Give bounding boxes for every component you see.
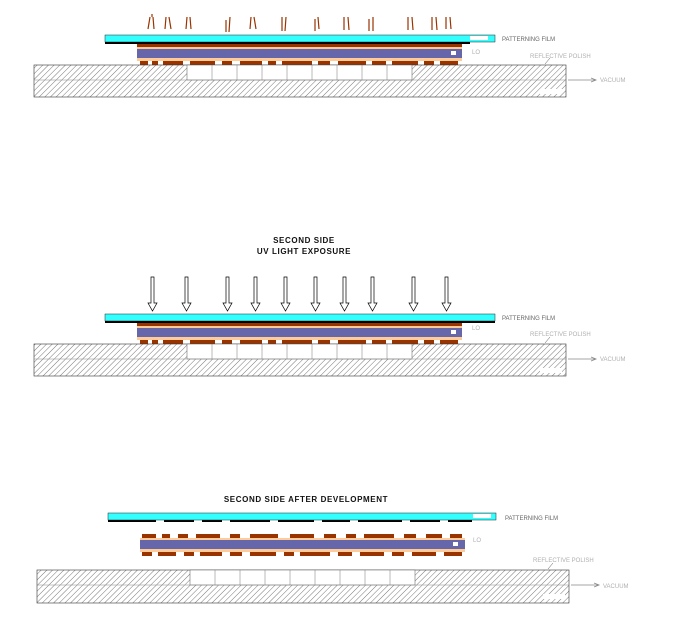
- label-side: LO: [472, 326, 480, 332]
- ray-icon: [147, 14, 155, 30]
- ray-icon: [431, 16, 438, 31]
- film-notch: [470, 36, 488, 40]
- label-vacuum: VACUUM: [603, 584, 629, 590]
- label-reflective-polish: REFLECTIVE POLISH: [530, 54, 591, 60]
- arrow-down-icon: [339, 276, 350, 312]
- polish-leader: [544, 57, 551, 65]
- label-reflective-polish: REFLECTIVE POLISH: [533, 558, 594, 564]
- polish-leader: [547, 562, 554, 570]
- ray-icon: [407, 16, 414, 31]
- ray-icon: [368, 17, 374, 31]
- uv-arrows: [147, 276, 452, 312]
- panel-title-line: SECOND SIDE: [273, 236, 335, 245]
- panel-second-exposure: SECOND SIDE UV LIGHT EXPOSURE PATTERNING…: [33, 236, 626, 377]
- arrow-down-icon: [181, 276, 192, 312]
- label-vacuum: VACUUM: [600, 78, 626, 84]
- label-reflective-polish: REFLECTIVE POLISH: [530, 332, 591, 338]
- film-pattern: [108, 520, 472, 522]
- label-patterning-film: PATTERNING FILM: [502, 316, 555, 322]
- polish-leader: [544, 336, 551, 344]
- vacuum-arrow-icon: [571, 582, 601, 588]
- panel-title-line: UV LIGHT EXPOSURE: [257, 247, 351, 256]
- arrow-down-icon: [250, 276, 261, 312]
- circuit-board: [140, 534, 465, 556]
- ray-icon: [249, 16, 257, 30]
- ray-icon: [445, 16, 452, 30]
- panel-second-development: SECOND SIDE AFTER DEVELOPMENT PATTERNING…: [36, 495, 629, 604]
- film-notch: [473, 514, 491, 518]
- ray-icon: [225, 16, 231, 33]
- arrow-down-icon: [441, 276, 452, 312]
- ray-icon: [185, 16, 192, 30]
- label-side: LO: [473, 538, 481, 544]
- arrow-down-icon: [310, 276, 321, 312]
- arrow-down-icon: [222, 276, 233, 312]
- label-side: LO: [472, 50, 480, 56]
- arrow-down-icon: [367, 276, 378, 312]
- vacuum-arrow-icon: [568, 356, 598, 362]
- vacuum-arrow-icon: [568, 77, 598, 83]
- circuit-board: [137, 44, 462, 65]
- ray-icon: [343, 16, 350, 31]
- arrow-down-icon: [280, 276, 291, 312]
- label-patterning-film: PATTERNING FILM: [505, 516, 558, 522]
- arrow-down-icon: [147, 276, 158, 312]
- circuit-board: [137, 323, 462, 344]
- ray-icon: [314, 16, 320, 31]
- patterning-film: [107, 512, 497, 521]
- ray-icon: [281, 16, 287, 32]
- label-vacuum: VACUUM: [600, 357, 626, 363]
- light-rays: [147, 14, 452, 33]
- label-patterning-film: PATTERNING FILM: [502, 37, 555, 43]
- patterning-film: [104, 313, 496, 322]
- patterning-film: [104, 34, 496, 43]
- arrow-down-icon: [408, 276, 419, 312]
- ray-icon: [164, 16, 172, 30]
- panel-title-line: SECOND SIDE AFTER DEVELOPMENT: [224, 495, 388, 504]
- panel-first-side: PATTERNING FILM: [33, 14, 626, 98]
